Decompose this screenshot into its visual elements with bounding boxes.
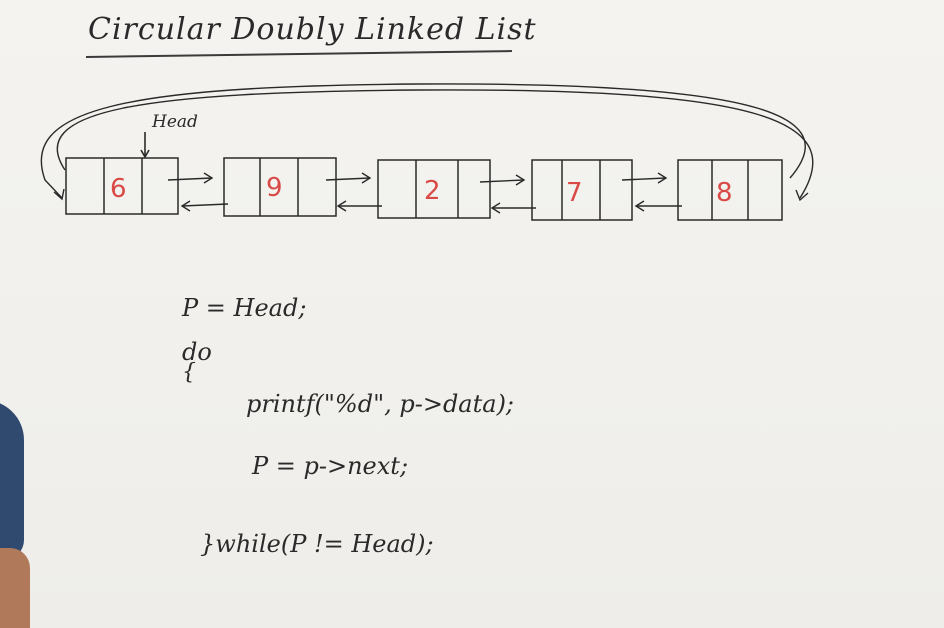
node-value: 9 [266,173,283,203]
next-link-arrowhead [657,172,668,184]
code-line: }while(P != Head); [200,530,434,558]
code-line: do [182,338,212,366]
node-value: 7 [566,178,583,208]
next-link-arrow [479,179,525,183]
node-value: 6 [110,174,127,204]
prev-link-arrowhead [634,200,645,212]
node-value: 8 [716,178,733,208]
next-link-arrow [325,177,371,181]
prev-link-arrowhead [490,202,501,214]
head-pointer-arrowhead [140,149,150,159]
next-link-arrowhead [203,172,214,184]
first-to-last-arrowhead [795,189,809,202]
next-link-arrowhead [515,174,526,186]
presenter-shirt [0,400,24,560]
code-line: printf("%d", p->data); [246,390,515,418]
code-line: P = p->next; [252,452,409,480]
node-box [223,157,337,217]
presenter-arm [0,548,30,628]
first-to-last-link [56,89,814,199]
next-link-arrowhead [361,172,372,184]
node-box [677,159,783,221]
last-to-first-arrowhead [53,188,65,201]
last-to-first-link [40,83,806,199]
next-link-arrow [621,177,667,181]
node-box [531,159,633,221]
board-title: Circular Doubly Linked List [88,12,537,47]
prev-link-arrowhead [336,200,347,212]
code-brace: { [182,360,196,385]
head-label: Head [152,112,198,132]
code-line: P = Head; [182,294,307,322]
prev-link-arrowhead [180,200,191,212]
next-link-arrow [167,177,213,181]
node-box [377,159,491,219]
node-box [65,157,179,215]
node-value: 2 [424,176,441,206]
prev-link-arrow [181,203,229,207]
